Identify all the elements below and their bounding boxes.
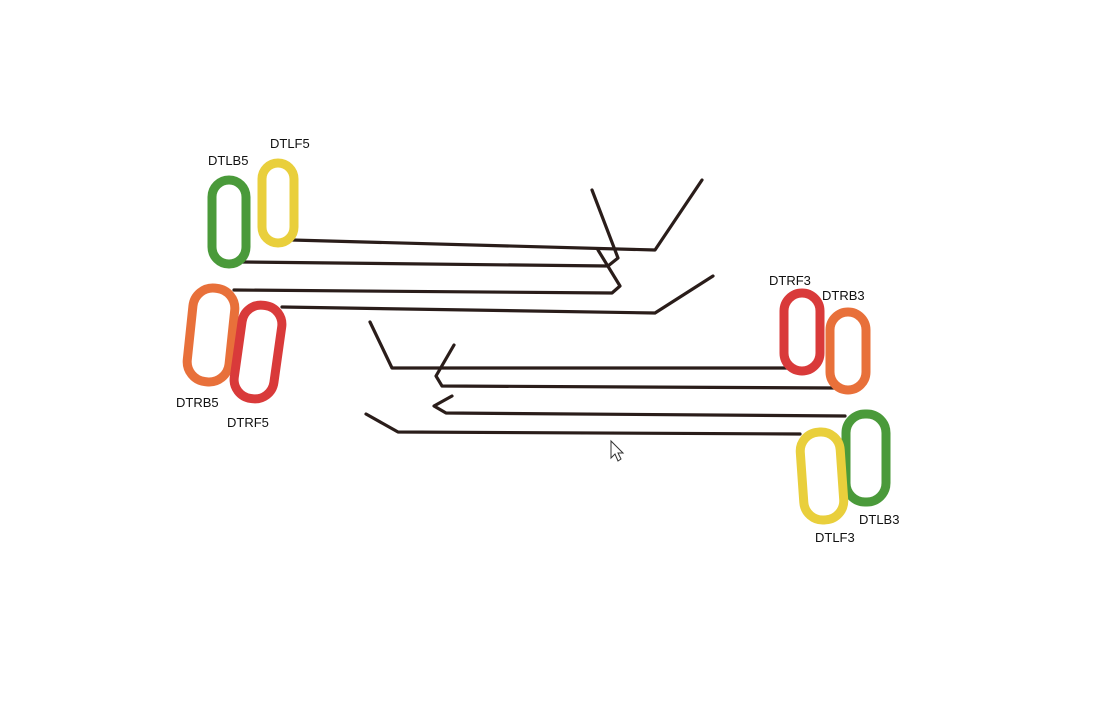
handle-highlight — [240, 312, 276, 392]
tool-dtrf3 — [368, 288, 825, 376]
handle-dtlb5 — [207, 175, 251, 269]
rod-dtrf5 — [280, 274, 715, 315]
handle-dtrf3 — [779, 288, 825, 376]
handle-dtlb3 — [841, 409, 891, 507]
handle-dtrb3 — [825, 307, 871, 395]
handle-dtlf3 — [795, 427, 849, 525]
handle-highlight — [193, 295, 229, 375]
handle-highlight — [217, 186, 241, 258]
label-dtlf3: DTLF3 — [815, 530, 855, 545]
handle-dtrf5 — [229, 300, 287, 404]
rod-dtrb3 — [434, 343, 840, 390]
tool-dtrb5 — [182, 248, 622, 387]
label-dtlb3: DTLB3 — [859, 512, 899, 527]
handle-dtrb5 — [182, 283, 240, 387]
label-dtrf3: DTRF3 — [769, 273, 811, 288]
label-dtlf5: DTLF5 — [270, 136, 310, 151]
tool-dtlb5 — [207, 175, 620, 269]
tool-dtlf3 — [364, 412, 849, 525]
rod-dtlf3 — [364, 412, 802, 436]
handle-highlight — [835, 318, 861, 384]
handle-highlight — [806, 437, 838, 515]
handle-highlight — [852, 420, 880, 496]
label-dtlb5: DTLB5 — [208, 153, 248, 168]
rod-dtlb5 — [240, 188, 620, 268]
label-dtrb5: DTRB5 — [176, 395, 219, 410]
handle-dtlf5 — [257, 158, 299, 248]
tool-dtrf5 — [229, 274, 715, 404]
handle-highlight — [789, 299, 815, 365]
tool-dtlf5 — [257, 158, 704, 252]
label-dtrb3: DTRB3 — [822, 288, 865, 303]
label-dtrf5: DTRF5 — [227, 415, 269, 430]
rod-dtlb3 — [432, 394, 847, 418]
mouse-cursor-icon — [610, 439, 625, 462]
rod-dtrb5 — [232, 248, 622, 295]
handle-highlight — [267, 169, 289, 237]
tool-dtlb3 — [432, 394, 891, 507]
rod-dtrf3 — [368, 320, 792, 370]
tool-dtrb3 — [434, 307, 871, 395]
rod-dtlf5 — [290, 178, 704, 252]
